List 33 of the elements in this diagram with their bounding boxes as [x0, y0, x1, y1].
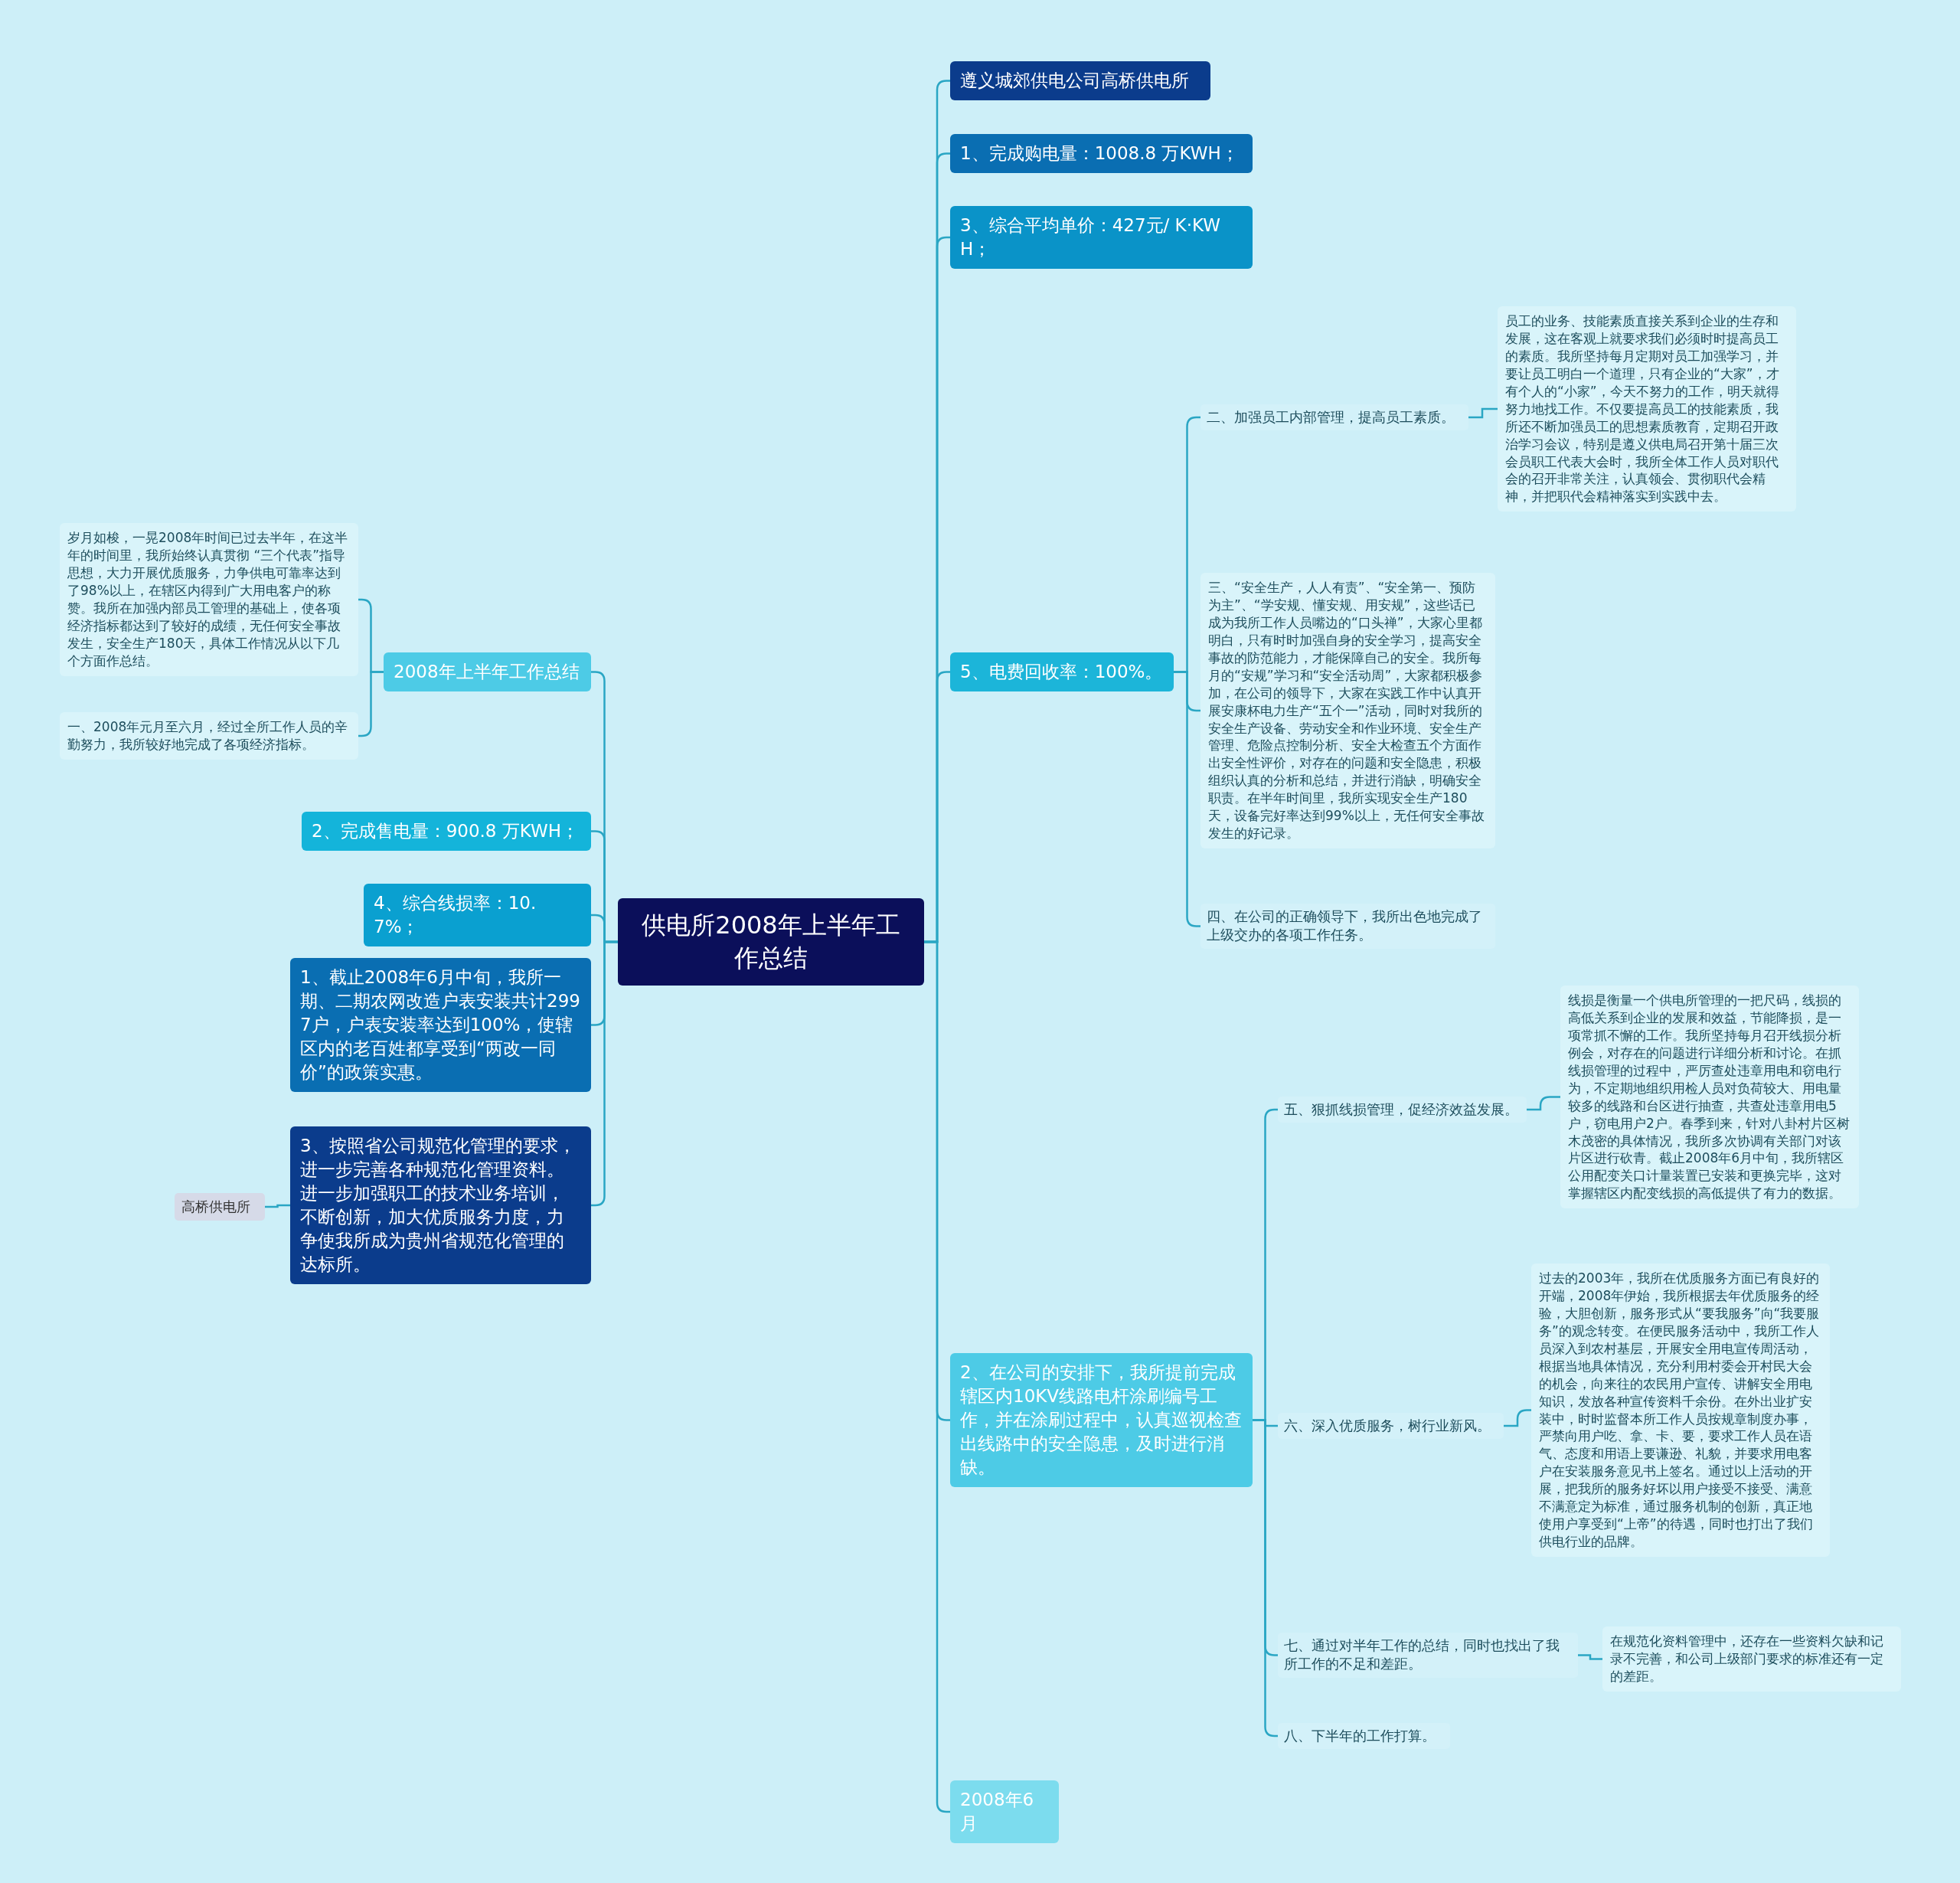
note-box: 在规范化资料管理中，还存在一些资料欠缺和记录不完善，和公司上级部门要求的标准还有一定的差距。 — [1602, 1626, 1901, 1692]
tag-box: 高桥供电所 — [175, 1193, 265, 1221]
connector-line — [1578, 1654, 1602, 1660]
connector-line — [1468, 407, 1498, 419]
topic-box: 2008年上半年工作总结 — [384, 652, 591, 692]
central-topic: 供电所2008年上半年工作总结 — [618, 898, 924, 986]
note-box: 过去的2003年，我所在优质服务方面已有良好的开端，2008年伊始，我所根据去年优质服务的经验，大胆创新，服务形式从“要我服务”向“我要服务”的观念转变。在便民服务活动中，我所工作人员深入到农村基层，开展安全用电宣传周活动，根据当地具体情况，充分利用村委会开村民大会的机会，向来往的农民用户宣传、讲解安全用电知识，发放各种宣传资料千余份。在外出业扩安装中，时时监督本所工作人员按规章制度办事，严禁向用户吃、拿、卡、要，要求工作人员在语气、态度和用语上要谦逊、礼貌，并要求用电客户在安装服务意见书上签名。通过以上活动的开展，把我所的服务好坏以用户接受不接受、满意不满意定为标准，通过服务机制的创新，真正地使用户享受到“上帝”的待遇，同时也打出了我们供电行业的品牌。 — [1531, 1264, 1830, 1557]
connector-line — [924, 940, 951, 1813]
subtopic-label: 八、下半年的工作打算。 — [1278, 1723, 1450, 1750]
note-box: 线损是衡量一个供电所管理的一把尺码，线损的高低关系到企业的发展和效益，节能降损，是一项常抓不懈的工作。我所坚持每月召开线损分析例会，对存在的问题进行详细分析和讨论。在抓线损管理的过程中，严厉查处违章用电和窃电行为，不定期地组织用检人员对负荷较大、用电量较多的线路和台区进行抽查，共查处违章用电5户，窃电用户2户。春季到来，针对八卦村片区树木茂密的具体情况，我所多次协调有关部门对该片区进行砍青。截止2008年6月中旬，我所辖区公用配变关口计量装置已安装和更换完毕，这对掌握辖区内配变线损的高低提供了有力的数据。 — [1560, 986, 1859, 1209]
topic-box: 1、截止2008年6月中旬，我所一期、二期农网改造户表安装共计2997户，户表安装率达到100%，使辖区内的老百姓都享受到“两改一同价”的政策实惠。 — [290, 958, 591, 1093]
connector-line — [265, 1204, 290, 1208]
topic-box: 2008年6月 — [950, 1780, 1059, 1844]
subtopic-label: 六、深入优质服务，树行业新风。 — [1278, 1413, 1504, 1440]
note-box: 员工的业务、技能素质直接关系到企业的生存和发展，这在客观上就要求我们必须时时提高员工的素质。我所坚持每月定期对员工加强学习，并要让员工明白一个道理，只有企业的“大家”，才有个人的“小家”，今天不努力的工作，明天就得努力地找工作。不仅要提高员工的技能素质，我所还不断加强员工的思想素质教育，定期召开政治学习会议，特别是遵义供电局召开第十届三次会员职工代表大会时，我所全体工作人员对职代会的召开非常关注，认真领会、贯彻职代会精神，并把职代会精神落实到实践中去。 — [1498, 306, 1796, 512]
topic-box: 2、完成售电量：900.8 万KWH； — [302, 812, 591, 852]
connector-line — [1527, 1096, 1560, 1111]
topic-box: 3、按照省公司规范化管理的要求，进一步完善各种规范化管理资料。进一步加强职工的技术业务培训，不断创新，加大优质服务力度，力争使我所成为贵州省规范化管理的达标所。 — [290, 1126, 591, 1285]
connector-line — [1253, 1419, 1278, 1738]
note-box: 岁月如梭，一晃2008年时间已过去半年，在这半年的时间里，我所始终认真贯彻 “三个代表”指导思想，大力开展优质服务，力争供电可靠率达到了98%以上，在辖区内得到广大用电客户的称赞。我所在加强内部员工管理的基础上，使各项经济指标都达到了较好的成绩，无任何安全事故发生，安全生产180天，具体工作情况从以下几个方面作总结。 — [60, 523, 358, 676]
topic-box: 4、综合线损率：10.7%； — [364, 884, 591, 947]
topic-box: 5、电费回收率：100%。 — [950, 652, 1174, 692]
note-box: 一、2008年元月至六月，经过全所工作人员的辛勤努力，我所较好地完成了各项经济指标。 — [60, 712, 358, 760]
note-box: 三、“安全生产，人人有责”、“安全第一、预防为主”、“学安规、懂安规、用安规”，这些话已成为我所工作人员嘴边的“口头禅”，大家心里都明白，只有时时加强自身的安全学习，提高安全事故的防范能力，才能保障自己的安全。我所每月的“安规”学习和“安全活动周”，大家都积极参加，在公司的领导下，大家在实践工作中认真开展安康杯电力生产“五个一”活动，同时对我所的安全生产设备、劳动安全和作业环境、安全生产管理、危险点控制分析、安全大检查五个方面作出安全性评价，对存在的问题和安全隐患，积极组织认真的分析和总结，并进行消缺，明确安全职责。在半年时间里，我所实现安全生产180天，设备完好率达到99%以上，无任何安全事故发生的好记录。 — [1200, 573, 1495, 849]
subtopic-label: 七、通过对半年工作的总结，同时也找出了我所工作的不足和差距。 — [1278, 1633, 1578, 1678]
topic-box: 2、在公司的安排下，我所提前完成辖区内10KV线路电杆涂刷编号工作，并在涂刷过程中，认真巡视检查出线路中的安全隐患，及时进行消缺。 — [950, 1353, 1253, 1488]
subtopic-label: 四、在公司的正确领导下，我所出色地完成了上级交办的各项工作任务。 — [1200, 904, 1495, 949]
subtopic-label: 二、加强员工内部管理，提高员工素质。 — [1200, 404, 1468, 431]
topic-box: 3、综合平均单价：427元/ K·KWH； — [950, 206, 1253, 270]
topic-box: 遵义城郊供电公司高桥供电所 — [950, 61, 1210, 101]
subtopic-label: 五、狠抓线损管理，促经济效益发展。 — [1278, 1097, 1527, 1123]
connector-line — [1504, 1409, 1531, 1427]
topic-box: 1、完成购电量：1008.8 万KWH； — [950, 134, 1253, 174]
